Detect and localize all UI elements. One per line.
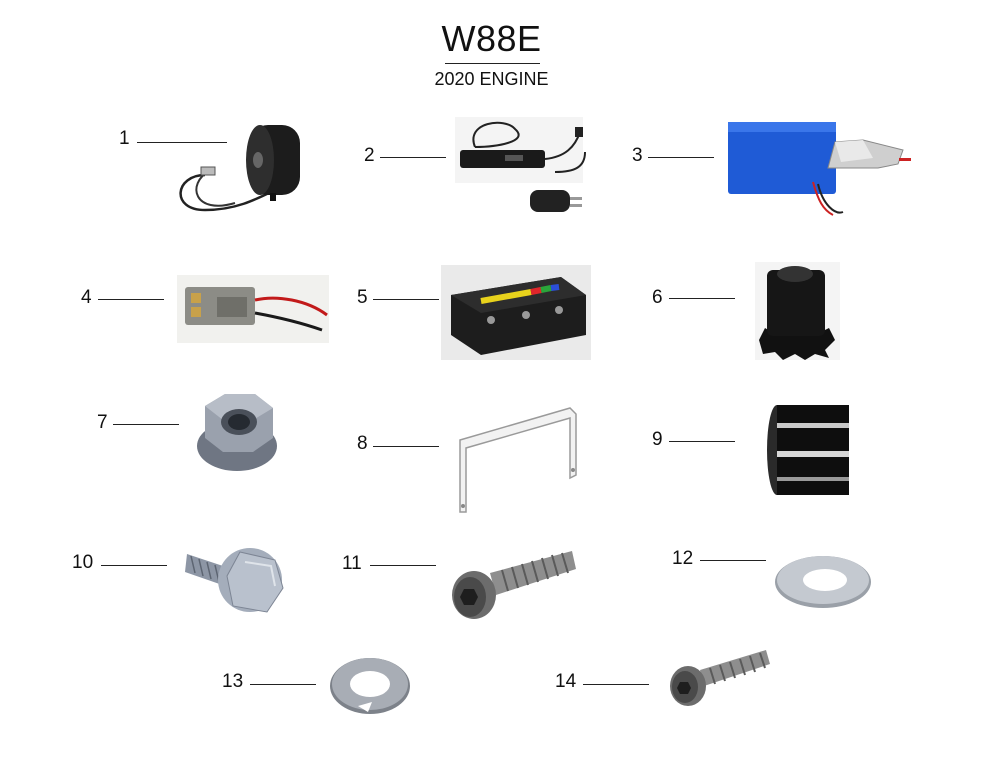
flange-nut-icon — [197, 394, 277, 471]
page-title: W88E — [441, 18, 542, 59]
part-number: 14 — [555, 671, 577, 692]
part-number: 11 — [342, 553, 362, 574]
leader-line — [669, 298, 735, 299]
leader-line — [137, 142, 227, 143]
leader-line — [669, 441, 735, 442]
part-number: 8 — [357, 433, 368, 454]
spacer-icon — [767, 405, 849, 495]
leader-line — [700, 560, 766, 561]
part-number: 13 — [222, 671, 244, 692]
leader-line — [113, 424, 179, 425]
leader-line — [583, 684, 649, 685]
leader-line — [98, 299, 164, 300]
part-number: 5 — [357, 287, 368, 308]
leader-line — [380, 157, 446, 158]
charger-icon — [455, 117, 586, 212]
controller-icon — [441, 265, 591, 360]
connector-harness-icon — [177, 275, 329, 343]
leader-line — [373, 446, 439, 447]
page-subtitle: 2020 ENGINE — [434, 69, 549, 89]
leader-line — [101, 565, 167, 566]
battery-pack-icon — [728, 122, 911, 216]
part-number: 1 — [119, 128, 130, 149]
part-number: 4 — [81, 287, 92, 308]
part-number: 3 — [632, 145, 643, 166]
sprocket-icon — [755, 262, 840, 360]
lock-washer-icon — [330, 658, 410, 714]
bracket-icon — [459, 407, 577, 513]
socket-cap-screw-icon — [452, 551, 576, 619]
leader-line — [250, 684, 316, 685]
title-divider — [445, 63, 540, 64]
part-number: 2 — [364, 145, 375, 166]
part-number: 9 — [652, 429, 663, 450]
motor-icon — [179, 125, 300, 212]
leader-line — [370, 565, 436, 566]
part-number: 6 — [652, 287, 663, 308]
flat-washer-icon — [775, 556, 871, 608]
leader-line — [648, 157, 714, 158]
part-number: 10 — [72, 552, 94, 573]
socket-cap-screw-small-icon — [670, 650, 770, 706]
leader-line — [373, 299, 439, 300]
flange-bolt-icon — [185, 548, 284, 613]
part-number: 7 — [97, 412, 108, 433]
part-number: 12 — [672, 548, 694, 569]
